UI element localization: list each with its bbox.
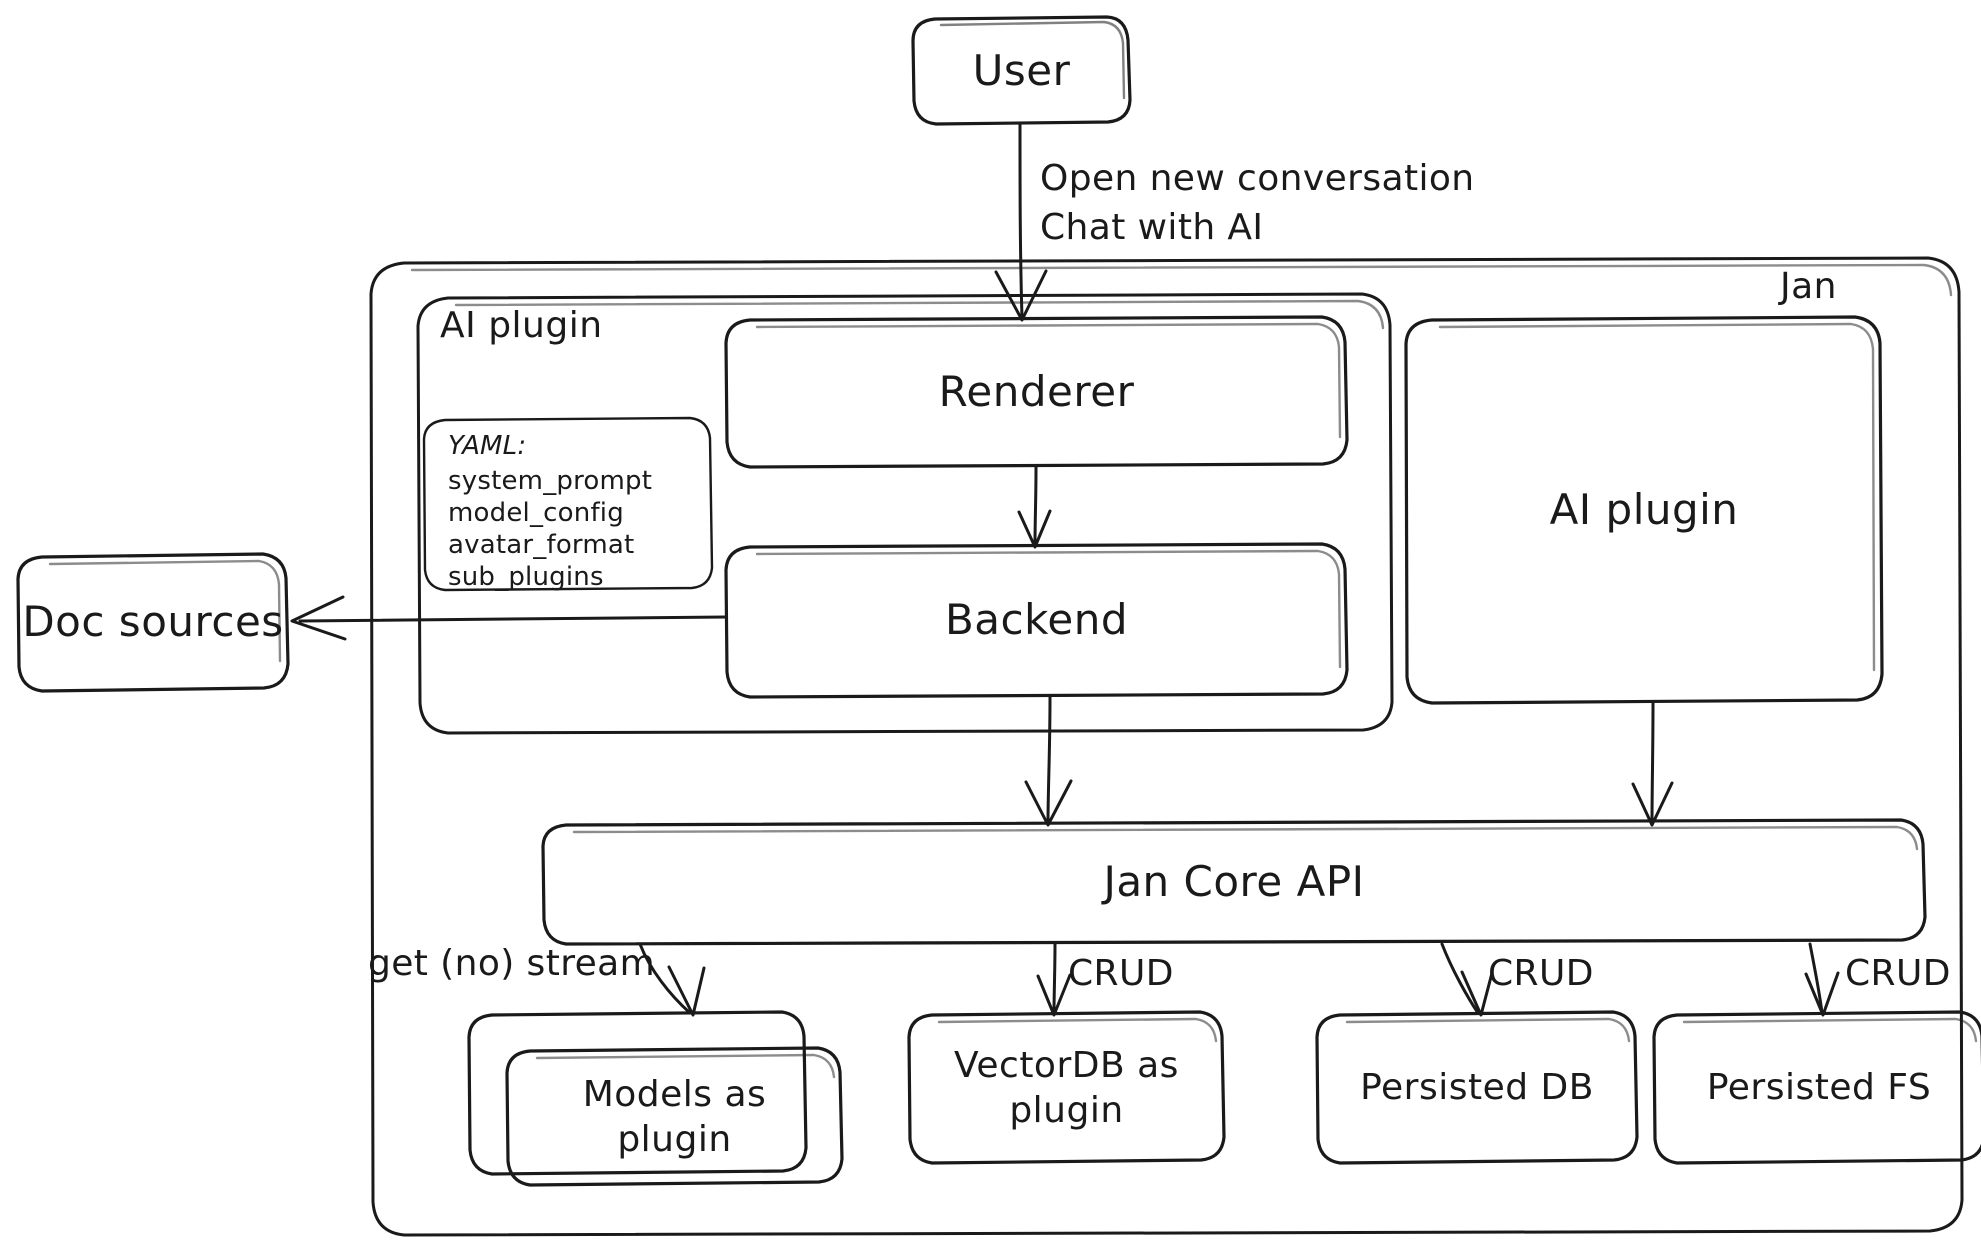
renderer-box-shape [724,315,1349,469]
ai-plugin-group-label: AI plugin [440,305,603,346]
edge-backend-to-doc-sources [290,595,728,641]
persisted-fs-box-shape [1652,1010,1981,1165]
ai-plugin-box-shape [1404,315,1884,705]
edge-jan-core-api-to-persisted-db [1440,942,1494,1017]
edge-label-get-no-stream: get (no) stream [368,943,656,984]
user-box-shape [911,15,1132,126]
edge-label-user-to-renderer: Open new conversation Chat with AI [1040,158,1475,248]
yaml-item-avatar-format: avatar_format [448,530,635,560]
backend-box-shape [724,542,1349,699]
yaml-box-shape [422,416,714,592]
yaml-item-model-config: model_config [448,498,624,528]
edge-backend-to-jan-core-api [1024,695,1073,827]
edge-label-crud-persisted-db: CRUD [1488,953,1594,994]
jan-container-shape [369,256,1964,1237]
edge-label-crud-persisted-fs: CRUD [1845,953,1951,994]
yaml-item-sub-plugins: sub_plugins [448,562,604,592]
persisted-db-box-shape [1315,1010,1639,1165]
edge-jan-core-api-to-persisted-fs [1804,942,1840,1017]
jan-container-label: Jan [1780,266,1837,307]
doc-sources-box-shape [16,552,290,693]
models-as-plugin-box-shape [467,1010,844,1187]
ai-plugin-group-shape [416,292,1394,735]
edge-jan-core-api-to-vectordb [1036,942,1072,1017]
edge-ai-plugin-to-jan-core-api [1631,701,1674,827]
vectordb-as-plugin-box-shape [907,1010,1226,1165]
yaml-item-system-prompt: system_prompt [448,466,653,496]
jan-core-api-box-shape [541,818,1927,946]
edge-user-to-renderer [994,122,1048,322]
edge-jan-core-api-to-models [638,942,706,1017]
edge-label-crud-vectordb: CRUD [1068,953,1174,994]
yaml-title: YAML: [448,431,527,461]
edge-renderer-to-backend [1017,465,1052,549]
